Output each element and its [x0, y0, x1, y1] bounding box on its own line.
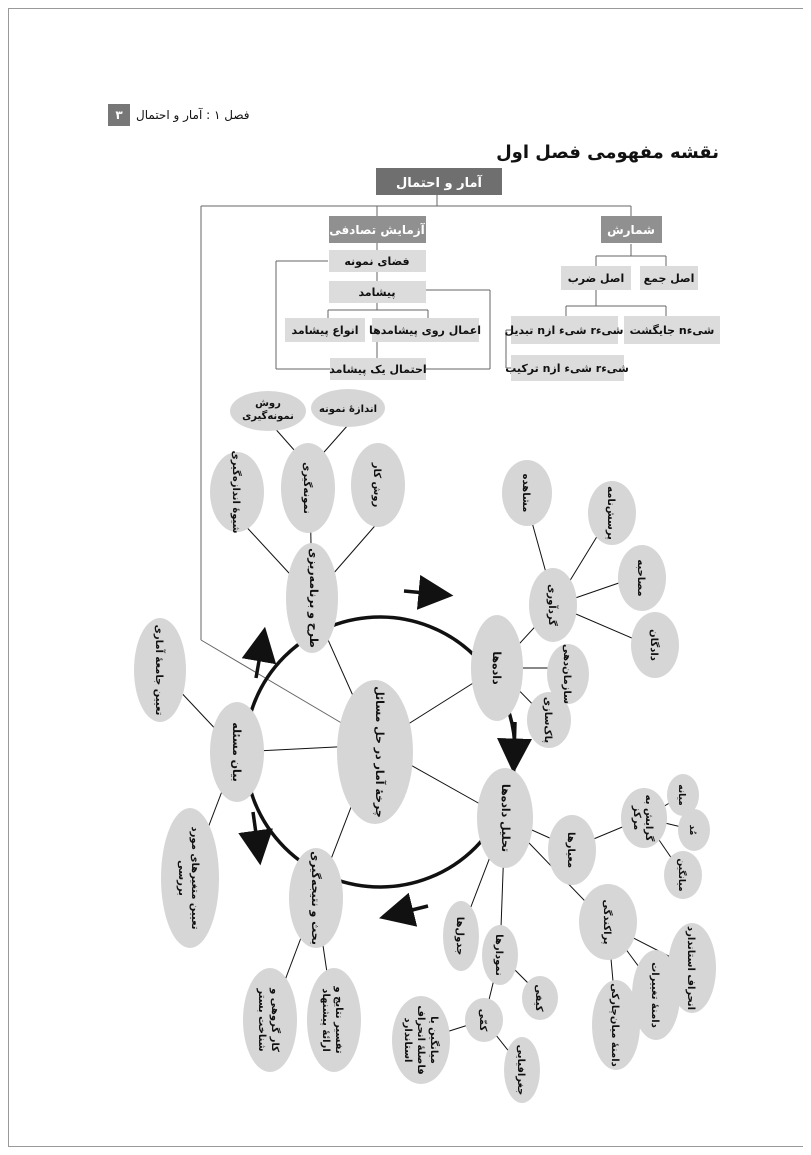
permutation-nr-label: تبدیل nشیء از rشیء [505, 324, 624, 337]
data-label: داده‌ها [490, 651, 503, 685]
event-probability-label: احتمال یک پیشامد [329, 363, 426, 376]
combination-nr-label: ترکیب nشیء از rشیء [505, 362, 629, 375]
sampling-method-label-1: روش [255, 398, 281, 409]
design-label: طرح و برنامه‌ریزی [307, 548, 320, 648]
cycle-ellipses [134, 389, 716, 1103]
event-label: پیشامد [358, 286, 395, 299]
cleaning-label: پاک‌سازی [542, 697, 553, 744]
arrow-icon [238, 811, 273, 866]
interpret-label-2: ارائهٔ پیشنهاد [320, 988, 331, 1052]
range-label: دامنهٔ تغییرات [649, 962, 660, 1028]
charts-label: نمودارها [493, 934, 504, 976]
interpret-label-1: تفسیر نتایج و [333, 985, 344, 1053]
cycle-labels: چرخهٔ آمار در حل مسائل طرح و برنامه‌ریزی… [153, 451, 697, 1096]
mode-label: مُد [687, 825, 697, 836]
group-work-label-2: شناخت بستر [256, 987, 267, 1051]
sampling-label: نمونه‌گیری [301, 462, 314, 514]
product-rule-label: اصل ضرب [568, 272, 625, 285]
sum-rule-label: اصل جمع [644, 272, 695, 285]
horizontal-labels: روش نمونه‌گیری اندازهٔ نمونه [242, 398, 377, 422]
counting-label: شمارش [607, 223, 655, 237]
event-types-label: انواع پیشامد [291, 324, 358, 337]
questionnaire-label: پرسش‌نامه [605, 486, 616, 540]
problem-label: بیان مسئله [230, 722, 243, 782]
root-label: آمار و احتمال [396, 174, 483, 191]
tables-label: جدول‌ها [454, 917, 465, 956]
dispersion-label: پراکندگی [601, 899, 614, 944]
measures-label: معیارها [565, 832, 576, 868]
sampling-method-label-2: نمونه‌گیری [242, 409, 294, 422]
database-label: دادگان [648, 629, 661, 661]
arrow-icon [497, 721, 533, 774]
arrow-icon [403, 574, 454, 610]
observation-label: مشاهده [520, 474, 531, 513]
conclusion-label: بحث و نتیجه‌گیری [309, 851, 322, 945]
work-method-label: روش کار [371, 462, 382, 508]
tree-light-boxes [285, 250, 720, 381]
mean-label: میانگین [676, 858, 688, 891]
page-border [8, 8, 803, 1147]
organize-label: سازمان‌دهی [561, 644, 572, 704]
event-operations-label: اعمال روی پیشامدها [369, 324, 481, 337]
tree-light-labels: فضای نمونه پیشامد اعمال روی پیشامدها انو… [291, 255, 714, 376]
variables-label-2: بررسی [176, 860, 187, 896]
quantitative-label: کمّی [477, 1009, 488, 1032]
tree-connectors [200, 195, 667, 729]
sample-space-label: فضای نمونه [344, 255, 409, 268]
random-experiment-label: آزمایش تصادفی [329, 222, 425, 237]
mean-std-label-3: استاندارد [402, 1018, 413, 1063]
measure-method-label: شیوهٔ اندازه‌گیری [230, 451, 243, 534]
permutation-n-label: جایگشت nشیء [630, 324, 715, 337]
central-tendency-label-1: گرایش به [643, 795, 656, 842]
cycle-center-label: چرخهٔ آمار در حل مسائل [373, 686, 387, 818]
mean-std-label-2: فاصلهٔ انحراف [415, 1005, 426, 1074]
running-header: فصل ۱ : آمار و احتمال ۳ [108, 104, 250, 126]
tree-root: آمار و احتمال [376, 168, 502, 195]
iqr-label: دامنهٔ میان‌چارکی [609, 983, 620, 1067]
arrow-icon [241, 626, 277, 679]
geography-label: جغرافیایی [515, 1045, 526, 1096]
analysis-label: تحلیل داده‌ها [499, 784, 512, 852]
sample-size-label: اندازهٔ نمونه [319, 404, 377, 415]
std-dev-label: انحراف استاندارد [685, 926, 696, 1010]
counting-box: شمارش [601, 216, 662, 243]
group-work-label-1: کار گروهی و [269, 987, 282, 1052]
mean-std-label-1: میانگین یا [428, 1016, 441, 1064]
page-title: نقشه مفهومی فصل اول [496, 142, 719, 163]
collection-label: گردآوری [546, 584, 559, 626]
arrow-icon [379, 892, 429, 927]
chapter-label: فصل ۱ : آمار و احتمال [136, 108, 250, 122]
median-label: میانه [676, 784, 686, 805]
population-label: تعیین جامعهٔ آماری [153, 625, 166, 716]
variables-label-1: تعیین متغیرهای مورد [189, 827, 200, 930]
central-tendency-label-2: مرکز [631, 805, 642, 830]
qualitative-label: کیفی [533, 984, 544, 1011]
interview-label: مصاحبه [635, 559, 646, 596]
page-number: ۳ [108, 104, 130, 126]
random-experiment-box: آزمایش تصادفی [329, 216, 426, 243]
